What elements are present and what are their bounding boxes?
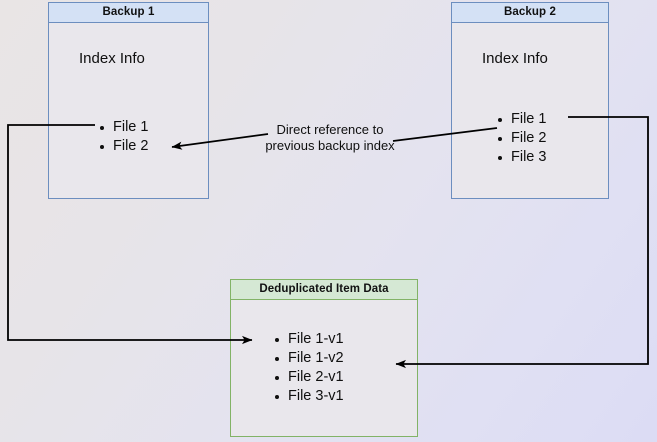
deduplicated-item-data-box[interactable]: Deduplicated Item Data File 1-v1 File 1-… <box>230 279 418 437</box>
list-item: File 2 <box>99 137 148 156</box>
dedup-body: File 1-v1 File 1-v2 File 2-v1 File 3-v1 <box>231 300 417 436</box>
backup-1-body: Index Info File 1 File 2 <box>49 23 208 198</box>
list-item: File 1-v1 <box>274 330 344 349</box>
backup-2-file-list: File 1 File 2 File 3 <box>497 110 546 167</box>
list-item: File 1 <box>99 118 148 137</box>
backup-1-header: Backup 1 <box>49 3 208 23</box>
backup-1-file-list: File 1 File 2 <box>99 118 148 156</box>
backup-2-header: Backup 2 <box>452 3 608 23</box>
list-item: File 2-v1 <box>274 368 344 387</box>
list-item: File 3 <box>497 148 546 167</box>
dedup-item-list: File 1-v1 File 1-v2 File 2-v1 File 3-v1 <box>274 330 344 406</box>
dedup-header: Deduplicated Item Data <box>231 280 417 300</box>
caption-line-1: Direct reference to <box>276 122 384 137</box>
backup-2-box[interactable]: Backup 2 Index Info File 1 File 2 File 3 <box>451 2 609 199</box>
list-item: File 1-v2 <box>274 349 344 368</box>
caption-line-2: previous backup index <box>265 138 395 153</box>
backup-1-box[interactable]: Backup 1 Index Info File 1 File 2 <box>48 2 209 199</box>
backup-1-index-label: Index Info <box>79 50 145 67</box>
list-item: File 3-v1 <box>274 387 344 406</box>
list-item: File 1 <box>497 110 546 129</box>
backup-2-index-label: Index Info <box>482 50 548 67</box>
list-item: File 2 <box>497 129 546 148</box>
direct-reference-caption: Direct reference to previous backup inde… <box>246 122 414 154</box>
backup-2-body: Index Info File 1 File 2 File 3 <box>452 23 608 198</box>
